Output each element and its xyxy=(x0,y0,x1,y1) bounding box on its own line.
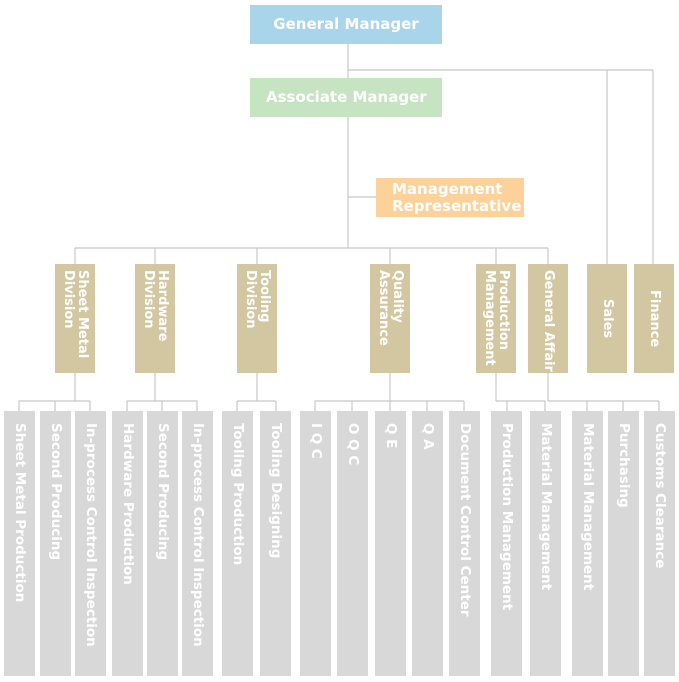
leaf-oqc: O Q C xyxy=(337,411,368,676)
leaf-label: Purchasing xyxy=(616,423,632,508)
leaf-label: Customs Clearance xyxy=(652,423,668,569)
leaf-label: Hardware Production xyxy=(120,423,136,585)
dept-label: Tooling Division xyxy=(243,270,272,329)
leaf-production-management: Production Management xyxy=(491,411,522,676)
leaf-label: Document Control Center xyxy=(457,423,473,617)
leaf-qa: Q A xyxy=(412,411,443,676)
dept-label: General Affair xyxy=(541,270,556,372)
dept-sheet-metal-division: Sheet Metal Division xyxy=(55,264,95,373)
leaf-tooling-production: Tooling Production xyxy=(222,411,253,676)
dept-label: Finance xyxy=(647,289,662,348)
dept-finance: Finance xyxy=(634,264,674,373)
general-manager-box: General Manager xyxy=(250,5,442,44)
management-representative-label: Management Representative xyxy=(392,179,522,215)
leaf-second-producing: Second Producing xyxy=(147,411,178,676)
leaf-purchasing: Purchasing xyxy=(608,411,639,676)
leaf-in-process-control-inspection: In-process Control Inspection xyxy=(75,411,106,676)
leaf-hardware-production: Hardware Production xyxy=(112,411,143,676)
leaf-qe: Q E xyxy=(375,411,406,676)
leaf-customs-clearance: Customs Clearance xyxy=(644,411,675,676)
leaf-label: Q A xyxy=(420,423,436,450)
leaf-label: In-process Control Inspection xyxy=(83,423,99,647)
leaf-label: Material Management xyxy=(538,423,554,591)
leaf-material-management: Material Management xyxy=(572,411,603,676)
general-manager-label: General Manager xyxy=(273,15,419,33)
leaf-label: Tooling Production xyxy=(230,423,246,566)
dept-general-affair: General Affair xyxy=(528,264,568,373)
leaf-material-management: Material Management xyxy=(530,411,561,676)
leaf-label: Production Management xyxy=(499,423,515,611)
dept-sales: Sales xyxy=(587,264,627,373)
dept-label: Hardware Division xyxy=(141,270,170,342)
leaf-tooling-designing: Tooling Designing xyxy=(260,411,291,676)
dept-label: Sheet Metal Division xyxy=(61,270,90,359)
dept-quality-assurance: Quality Assurance xyxy=(370,264,410,373)
leaf-label: Sheet Metal Production xyxy=(12,423,28,603)
dept-label: Production Management xyxy=(482,270,511,366)
dept-production-management: Production Management xyxy=(476,264,516,373)
associate-manager-label: Associate Manager xyxy=(266,88,427,106)
leaf-label: Tooling Designing xyxy=(268,423,284,559)
leaf-label: Q E xyxy=(383,423,399,449)
dept-label: Quality Assurance xyxy=(376,270,405,346)
leaf-label: Second Producing xyxy=(155,423,171,561)
leaf-document-control-center: Document Control Center xyxy=(449,411,480,676)
leaf-label: Material Management xyxy=(580,423,596,591)
leaf-label: Second Producing xyxy=(48,423,64,561)
leaf-label: I Q C xyxy=(308,423,324,459)
associate-manager-box: Associate Manager xyxy=(250,78,442,117)
leaf-second-producing: Second Producing xyxy=(40,411,71,676)
management-representative-box: Management Representative xyxy=(376,178,524,217)
leaf-label: O Q C xyxy=(345,423,361,466)
dept-label: Sales xyxy=(600,298,615,339)
leaf-iqc: I Q C xyxy=(300,411,331,676)
dept-hardware-division: Hardware Division xyxy=(135,264,175,373)
leaf-sheet-metal-production: Sheet Metal Production xyxy=(4,411,35,676)
leaf-in-process-control-inspection: In-process Control Inspection xyxy=(182,411,213,676)
dept-tooling-division: Tooling Division xyxy=(237,264,277,373)
leaf-label: In-process Control Inspection xyxy=(190,423,206,647)
